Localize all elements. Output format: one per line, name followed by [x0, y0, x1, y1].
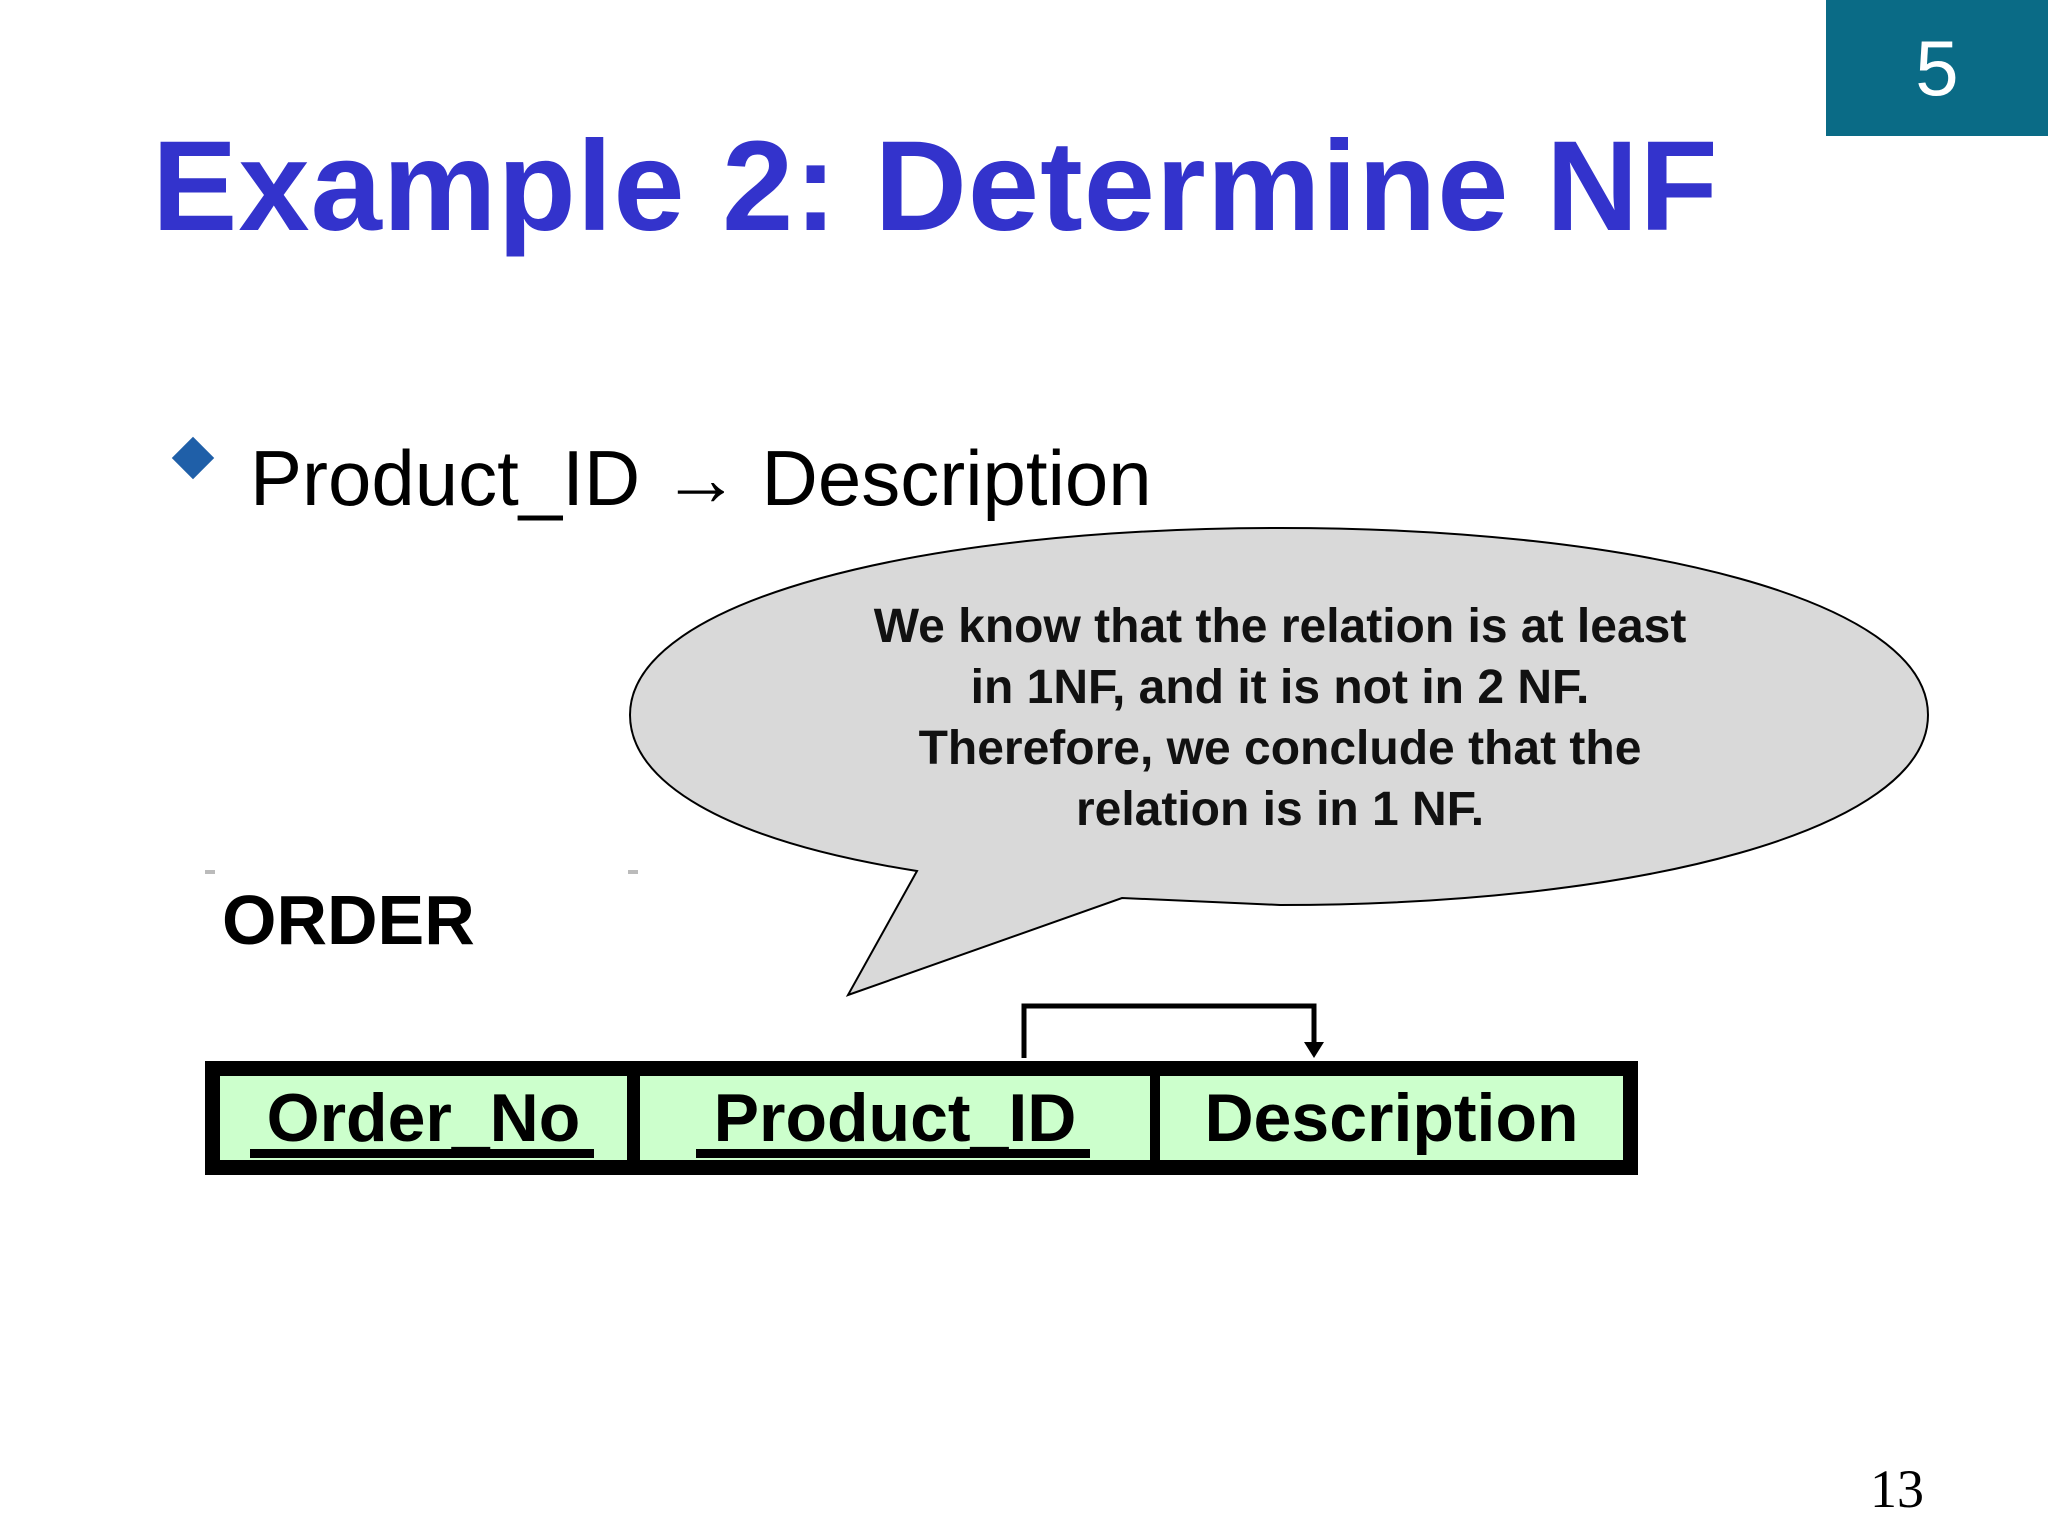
callout-line: in 1NF, and it is not in 2 NF. [970, 661, 1590, 714]
column-product-id: Product_ID [640, 1076, 1150, 1160]
speech-bubble [628, 526, 1930, 997]
relation-name: ORDER [222, 881, 475, 959]
callout-line: relation is in 1 NF. [1075, 783, 1485, 836]
slide-title: Example 2: Determine NF [152, 115, 1719, 258]
column-order-no: Order_No [220, 1076, 627, 1160]
column-description: Description [1160, 1076, 1623, 1160]
chapter-number-badge: 5 [1826, 0, 2048, 136]
callout-text: We know that the relation is at least in… [760, 596, 1800, 840]
divider-mark [628, 870, 638, 874]
functional-dependency-bullet: Product_ID → Description [250, 434, 1152, 522]
callout-line: We know that the relation is at least [873, 600, 1687, 653]
primary-key-underline [696, 1149, 1090, 1158]
page-number: 13 [1870, 1459, 1924, 1519]
dependency-arrow [1021, 1003, 1317, 1058]
callout-line: Therefore, we conclude that the [918, 722, 1642, 775]
arrowhead-icon [1304, 1042, 1324, 1058]
primary-key-underline [250, 1149, 594, 1158]
divider-mark [205, 870, 215, 874]
